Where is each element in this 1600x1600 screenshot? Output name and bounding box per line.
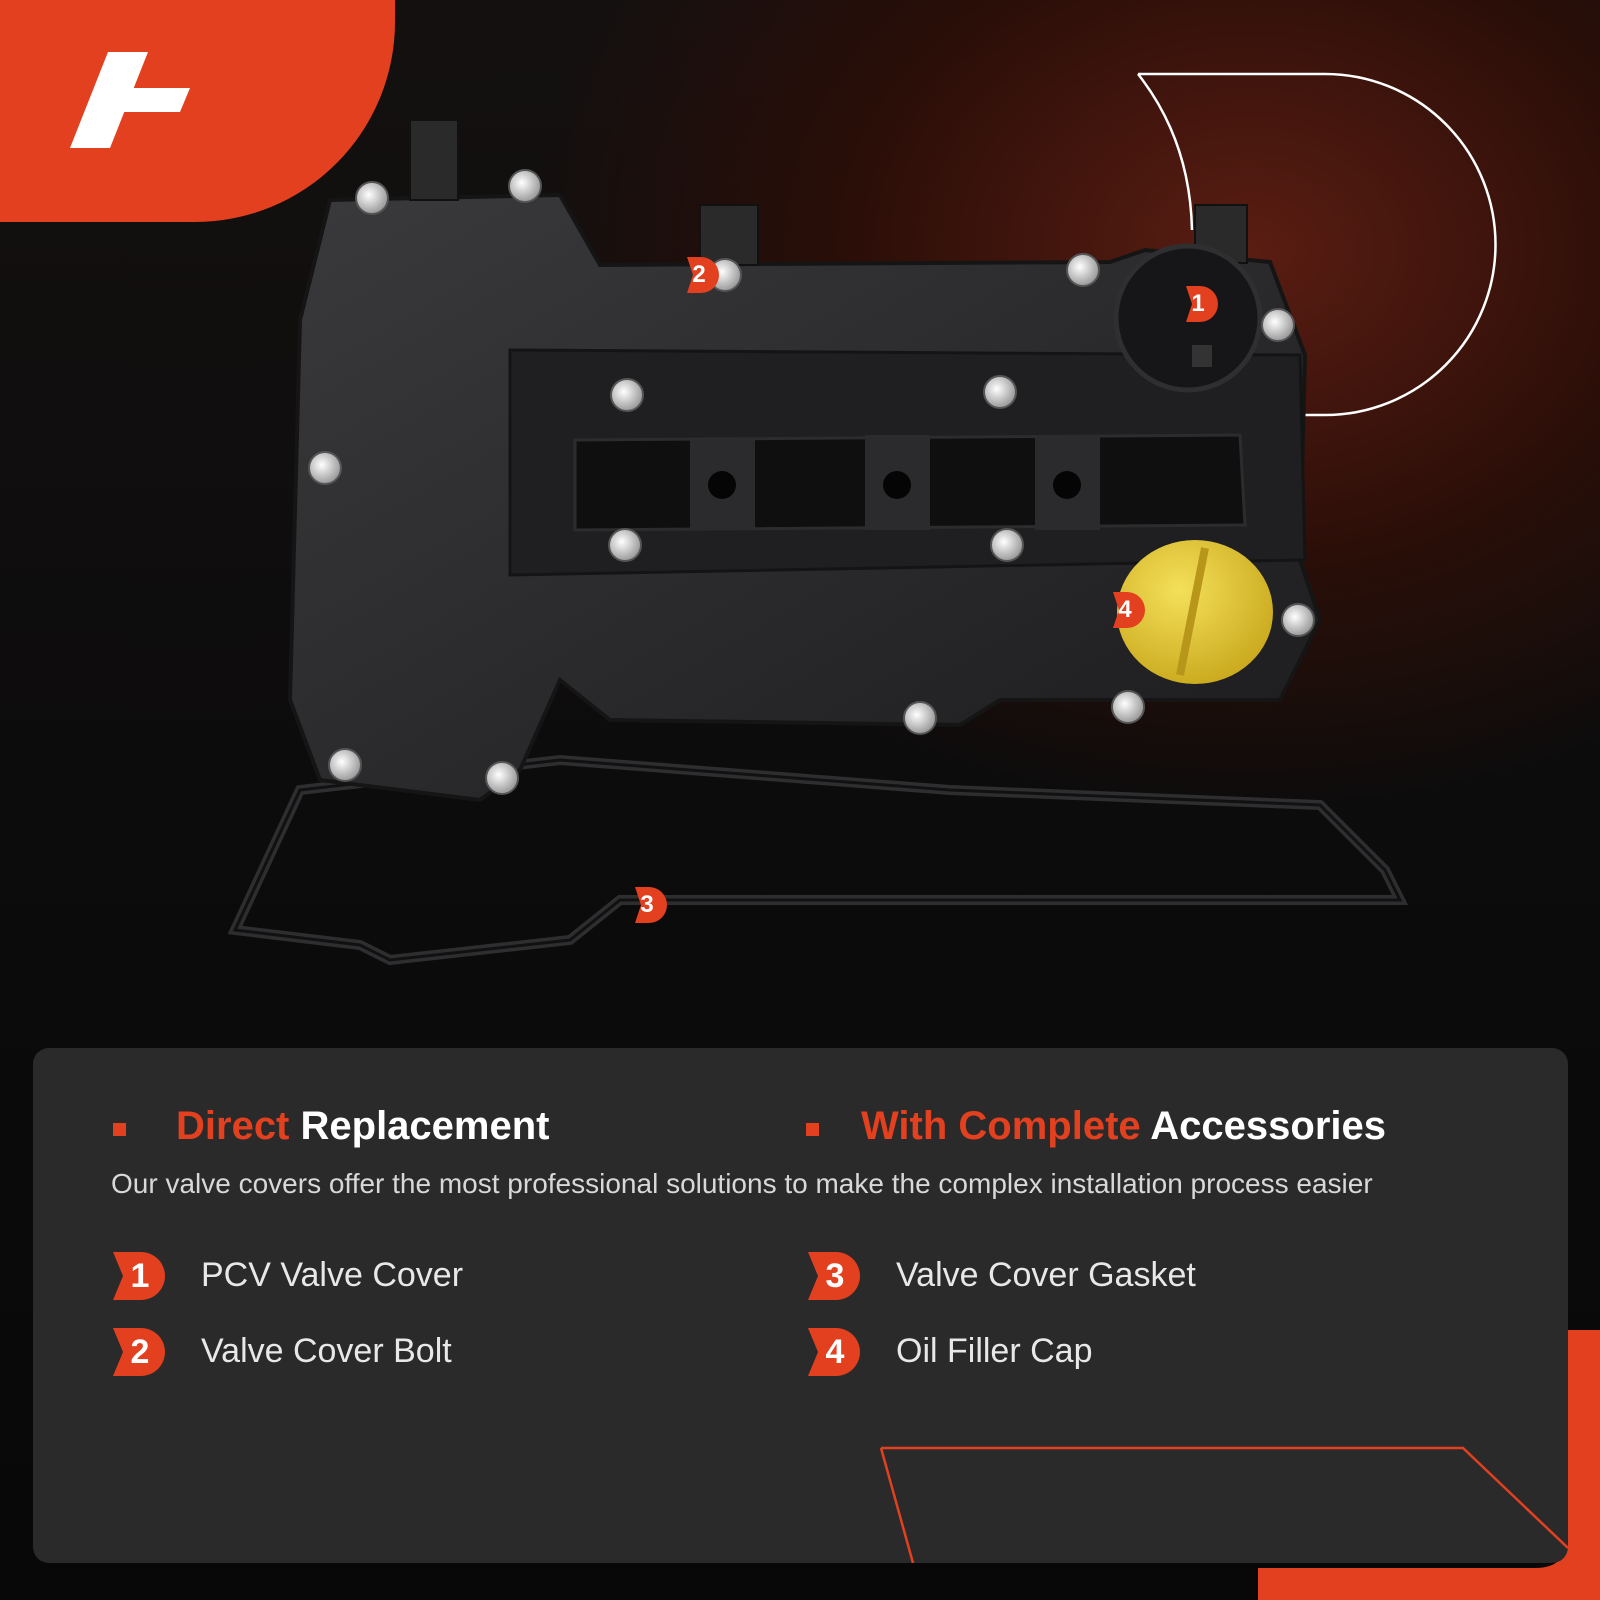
bullet-icon — [113, 1123, 126, 1136]
callout-4-number: 4 — [1118, 596, 1132, 623]
feature-heading-right: With Complete Accessories — [861, 1104, 1386, 1149]
panel-decorative-line — [879, 1446, 1568, 1563]
feature-right-rest: Accessories — [1140, 1104, 1386, 1148]
valve-cover-illustration — [227, 119, 1409, 966]
callout-2-number: 2 — [692, 261, 706, 288]
callout-1-number: 1 — [1191, 290, 1205, 317]
feature-description: Our valve covers offer the most professi… — [111, 1168, 1373, 1199]
feature-right-accent: With Complete — [861, 1104, 1141, 1148]
part-item-3-label: Valve Cover Gasket — [896, 1256, 1196, 1294]
feature-left-accent: Direct — [176, 1104, 290, 1148]
callout-shape-icon — [635, 887, 667, 923]
number-badge-icon — [808, 1326, 862, 1378]
bullet-icon — [806, 1123, 819, 1136]
info-panel: Direct Replacement With Complete Accesso… — [33, 1048, 1568, 1563]
callout-shape-icon — [1186, 286, 1218, 322]
number-badge-icon — [113, 1250, 167, 1302]
part-item-4-label: Oil Filler Cap — [896, 1332, 1093, 1370]
feature-left-rest: Replacement — [289, 1104, 550, 1148]
callout-2: 2 — [679, 255, 719, 295]
number-badge-icon — [113, 1326, 167, 1378]
callout-shape-icon — [687, 257, 719, 293]
callout-3-number: 3 — [640, 891, 654, 918]
part-item-2-number: 2 — [130, 1332, 150, 1371]
number-badge-icon — [808, 1250, 862, 1302]
part-item-1-number: 1 — [130, 1256, 150, 1295]
a-premium-logo-icon — [70, 52, 190, 148]
part-item-4-number: 4 — [825, 1332, 845, 1371]
part-item-3-number: 3 — [825, 1256, 845, 1295]
callout-4: 4 — [1105, 590, 1145, 630]
callout-1: 1 — [1178, 284, 1218, 324]
callout-shape-icon — [1113, 592, 1145, 628]
feature-heading-left: Direct Replacement — [176, 1104, 550, 1149]
part-item-2-label: Valve Cover Bolt — [201, 1332, 452, 1370]
callout-3: 3 — [627, 885, 667, 925]
part-item-1-label: PCV Valve Cover — [201, 1256, 464, 1294]
